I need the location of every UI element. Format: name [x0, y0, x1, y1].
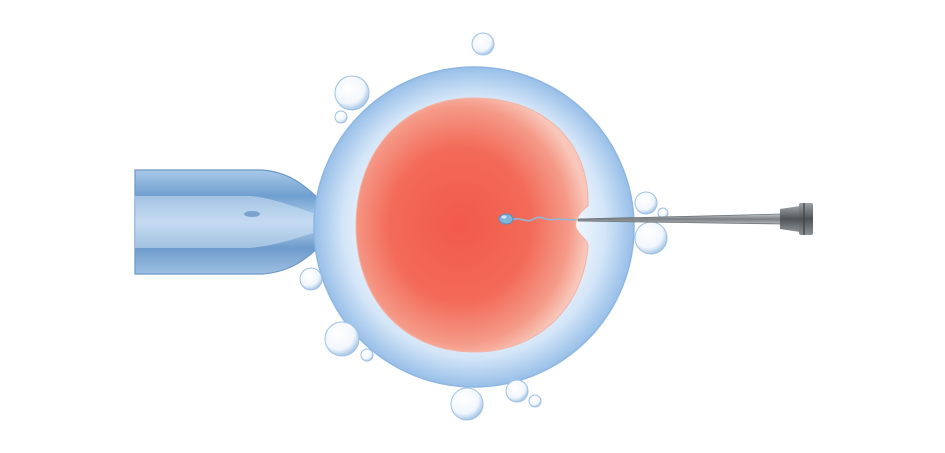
bubble-icon: [334, 110, 348, 124]
bubble-group: [299, 32, 669, 421]
bubble-icon: [471, 32, 495, 56]
bubble-icon: [324, 321, 360, 357]
holding-pipette-icon: [134, 169, 321, 275]
bubble-icon: [634, 191, 658, 215]
bubble-icon: [450, 387, 484, 421]
bubble-icon: [505, 379, 529, 403]
bubble-icon: [634, 221, 668, 255]
bubble-icon: [334, 75, 370, 111]
sperm-cell-icon: [498, 213, 577, 225]
bubble-icon: [360, 348, 374, 362]
injection-needle-icon: [577, 203, 813, 235]
bubble-icon: [528, 394, 542, 408]
bubble-icon: [299, 267, 323, 291]
oocyte-icon: [313, 66, 635, 388]
